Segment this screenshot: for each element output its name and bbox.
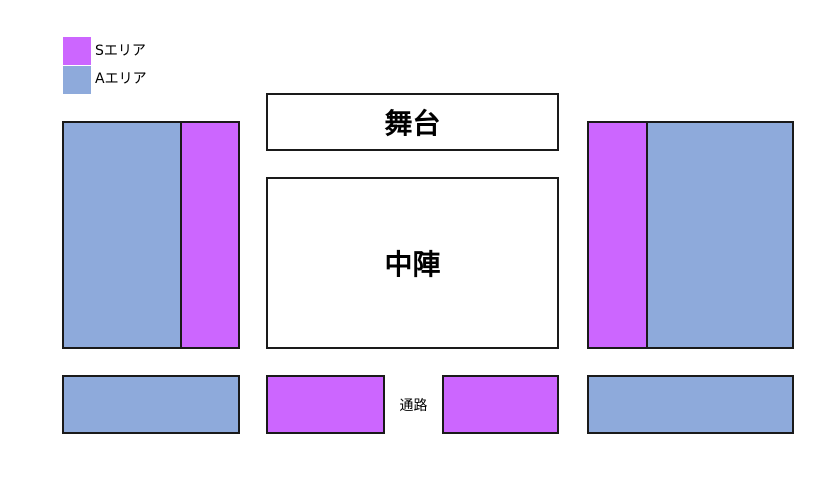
bottom-center-left-s-area-block: [266, 375, 385, 434]
legend-s-area-label: Sエリア: [95, 43, 146, 59]
bottom-left-a-area-block: [62, 375, 240, 434]
legend-a-area-swatch: [63, 66, 91, 94]
left-a-area-block: [62, 121, 182, 349]
left-s-area-block: [180, 121, 240, 349]
stage-block: [266, 93, 559, 151]
right-a-area-block: [646, 121, 794, 349]
aisle-label: 通路: [399, 397, 428, 414]
legend-s-area-swatch: [63, 37, 91, 65]
bottom-center-right-s-area-block: [442, 375, 559, 434]
legend-a-area-label: Aエリア: [95, 71, 147, 87]
center-block: [266, 177, 559, 349]
bottom-right-a-area-block: [587, 375, 794, 434]
center-label: 中陣: [384, 248, 441, 281]
right-s-area-block: [587, 121, 648, 349]
stage-label: 舞台: [384, 107, 441, 140]
